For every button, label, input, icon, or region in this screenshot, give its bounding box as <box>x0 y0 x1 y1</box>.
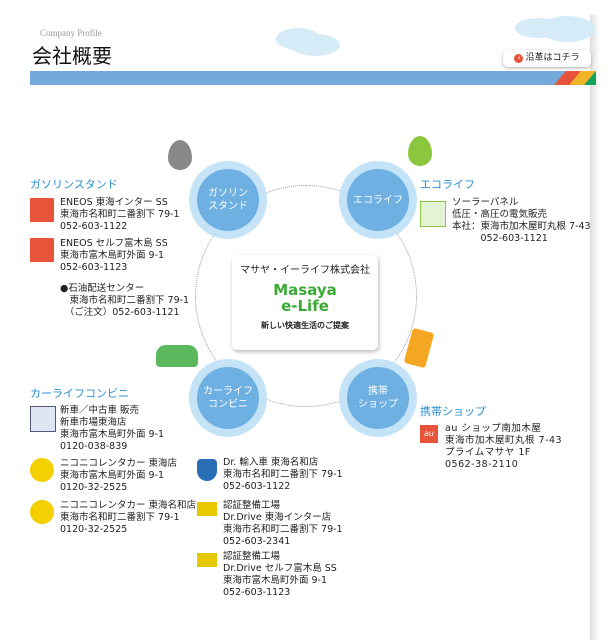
eneos-logo <box>30 198 54 222</box>
cloud <box>540 16 595 42</box>
cloud <box>290 34 340 56</box>
gas-item: ENEOS セルフ富木島 SS 東海市富木島町外面 9-1 052-603-11… <box>60 238 168 273</box>
circle-mobile[interactable]: 携帯 ショップ <box>339 359 417 437</box>
gas-drop-icon <box>168 140 192 170</box>
au-logo: au <box>420 425 438 443</box>
company-name: マサヤ・イーライフ株式会社 <box>240 265 370 276</box>
circle-eco[interactable]: エコライフ <box>339 161 417 239</box>
eco-life-logo <box>420 201 446 227</box>
tagline: 新しい快適生活のご提案 <box>261 321 349 330</box>
delivery-center: ●石油配送センター 東海市名和町二番割下 79-1 （ご注文）052-603-1… <box>60 283 190 318</box>
gas-item: ENEOS 東海インター SS 東海市名和町二番割下 79-1 052-603-… <box>60 197 180 232</box>
shinsha-ichiba-logo <box>30 406 56 432</box>
history-label: 沿革はコチラ <box>525 53 580 63</box>
logo-line2: e-Life <box>281 297 329 315</box>
history-button[interactable]: ‹沿革はコチラ <box>503 50 591 67</box>
circle-gas[interactable]: ガソリン スタンド <box>189 161 267 239</box>
dotted-ring <box>195 185 417 407</box>
gas-heading: ガソリンスタンド <box>30 178 118 191</box>
dr-item: Dr. 輸入車 東海名和店 東海市名和町二番割下 79-1 052-603-11… <box>223 457 343 492</box>
page-shadow <box>590 15 600 640</box>
dr-item: 認証整備工場 Dr.Drive セルフ富木島 SS 東海市富木島町外面 9-1 … <box>223 551 337 598</box>
eco-item: ソーラーパネル 低圧・高圧の電気販売 本社：東海市加木屋町丸根 7-43 052… <box>452 197 591 244</box>
dr-drive-logo <box>197 553 217 567</box>
car-item: ニコニコレンタカー 東海店 東海市富木島町外面 9-1 0120-32-2525 <box>60 458 178 493</box>
logo-line1: Masaya <box>273 281 337 299</box>
car-item: 新車／中古車 販売 新車市場東海店 東海市富木島町外面 9-1 0120-038… <box>60 405 165 452</box>
eneos-logo <box>30 238 54 262</box>
car-item: ニコニコレンタカー 東海名和店 東海市名和町二番割下 79-1 0120-32-… <box>60 500 197 535</box>
eco-drop-icon <box>408 136 432 166</box>
dr-shield-logo <box>197 459 217 481</box>
niconico-logo <box>30 458 54 482</box>
circle-car[interactable]: カーライフ コンビニ <box>189 359 267 437</box>
car-heading: カーライフコンビニ <box>30 387 129 400</box>
car-icon <box>156 345 198 367</box>
page-subtitle: Company Profile <box>40 28 102 38</box>
header-bar <box>30 71 596 85</box>
page-title: 会社概要 <box>32 44 112 68</box>
mobile-item: au ショップ南加木屋 東海市加木屋町丸根 7-43 プライムマサヤ 1F 05… <box>445 423 563 470</box>
chevron-left-icon: ‹ <box>514 54 524 63</box>
dr-item: 認証整備工場 Dr.Drive 東海インター店 東海市名和町二番割下 79-1 … <box>223 500 343 547</box>
niconico-logo <box>30 500 54 524</box>
mobile-heading: 携帯ショップ <box>420 405 486 418</box>
dr-drive-logo <box>197 502 217 516</box>
eco-heading: エコライフ <box>420 178 475 191</box>
